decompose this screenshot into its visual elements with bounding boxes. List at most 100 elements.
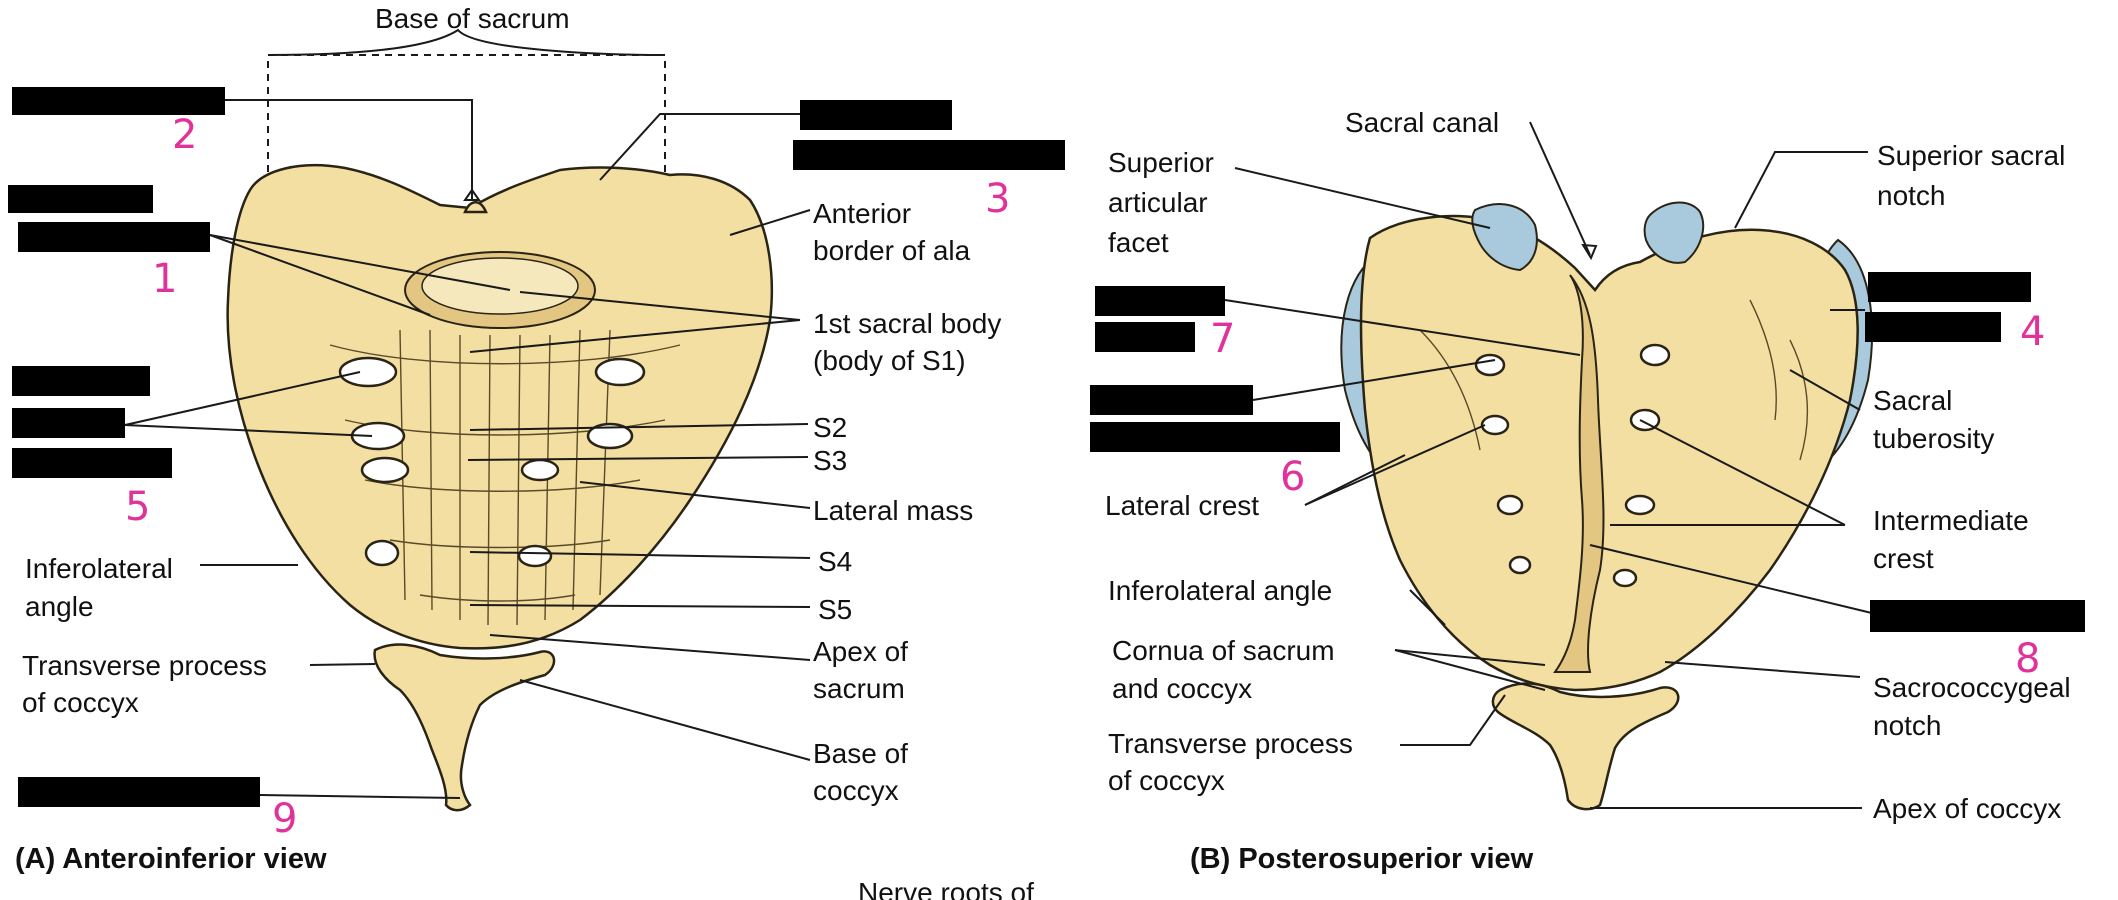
label-transverse-b-1: Transverse process bbox=[1108, 728, 1353, 759]
label-base-coccyx-2: coccyx bbox=[813, 775, 899, 806]
coccyx-posterior bbox=[1491, 682, 1680, 811]
number-5: 5 bbox=[125, 484, 150, 530]
label-anterior-border-2: border of ala bbox=[813, 235, 971, 266]
panel-a-illustration bbox=[226, 164, 774, 812]
label-apex-sacrum-2: sacrum bbox=[813, 673, 905, 704]
foramen-a-r3 bbox=[520, 458, 560, 482]
label-lateral-crest: Lateral crest bbox=[1105, 490, 1259, 521]
foramen-a-l3 bbox=[360, 456, 410, 484]
redaction-7a bbox=[1095, 286, 1225, 316]
redaction-5a bbox=[12, 366, 150, 396]
redaction-5c bbox=[12, 448, 172, 478]
number-4: 4 bbox=[2020, 309, 2045, 355]
ridge-4 bbox=[389, 539, 611, 549]
posterior-ridge-3 bbox=[1789, 339, 1809, 461]
cutoff-text: Nerve roots of bbox=[858, 877, 1034, 900]
redaction-5b bbox=[12, 408, 125, 438]
sacrum-posterior-shape bbox=[1359, 214, 1859, 692]
number-9: 9 bbox=[272, 796, 297, 842]
label-transverse-a-2: of coccyx bbox=[22, 687, 139, 718]
label-intermediate-1: Intermediate bbox=[1873, 505, 2029, 536]
label-superior-notch-2: notch bbox=[1877, 180, 1946, 211]
label-sacral-tuberosity-2: tuberosity bbox=[1873, 423, 1994, 454]
label-lateral-mass: Lateral mass bbox=[813, 495, 973, 526]
median-crest bbox=[1553, 274, 1605, 673]
label-transverse-a-1: Transverse process bbox=[22, 650, 267, 681]
foramen-p-r3 bbox=[1624, 494, 1656, 516]
foramen-a-r1 bbox=[594, 357, 646, 387]
redaction-4a bbox=[1868, 272, 2031, 302]
label-s2: S2 bbox=[813, 412, 847, 443]
foramen-a-l4 bbox=[364, 539, 400, 567]
label-sacrococcygeal-1: Sacrococcygeal bbox=[1873, 672, 2071, 703]
redaction-9 bbox=[18, 777, 260, 807]
redaction-8 bbox=[1870, 600, 2085, 632]
foramen-p-l4 bbox=[1508, 555, 1532, 575]
caption-a: (A) Anteroinferior view bbox=[15, 843, 327, 875]
label-base-of-sacrum: Base of sacrum bbox=[375, 3, 570, 34]
number-7: 7 bbox=[1210, 316, 1235, 362]
redaction-1a bbox=[8, 185, 153, 213]
panel-b-illustration bbox=[1340, 201, 1873, 811]
promontory bbox=[463, 201, 488, 214]
foramen-p-l2 bbox=[1480, 414, 1510, 436]
number-2: 2 bbox=[172, 112, 197, 158]
label-transverse-b-2: of coccyx bbox=[1108, 765, 1225, 796]
foramen-a-r2 bbox=[586, 422, 634, 450]
label-apex-sacrum-1: Apex of bbox=[813, 636, 908, 667]
label-anterior-border-1: Anterior bbox=[813, 198, 911, 229]
number-6: 6 bbox=[1280, 454, 1305, 500]
ridge-1 bbox=[329, 344, 681, 365]
panel-a-redactions bbox=[8, 87, 1065, 807]
label-superior-articular-1: Superior bbox=[1108, 147, 1214, 178]
foramen-p-l3 bbox=[1496, 494, 1524, 516]
foramen-p-r1 bbox=[1639, 343, 1671, 367]
label-inferolateral-1: Inferolateral bbox=[25, 553, 173, 584]
label-cornua-1: Cornua of sacrum bbox=[1112, 635, 1335, 666]
redaction-2 bbox=[12, 87, 225, 115]
label-first-sacral-body-1: 1st sacral body bbox=[813, 308, 1001, 339]
panel-a-leaders bbox=[124, 28, 811, 799]
number-3: 3 bbox=[985, 176, 1010, 222]
superior-articular-facet-right bbox=[1643, 201, 1705, 264]
label-intermediate-2: crest bbox=[1873, 543, 1934, 574]
redaction-1b bbox=[18, 222, 210, 252]
label-apex-coccyx: Apex of coccyx bbox=[1873, 793, 2061, 824]
label-superior-articular-2: articular bbox=[1108, 187, 1208, 218]
caption-b: (B) Posterosuperior view bbox=[1190, 843, 1534, 875]
label-cornua-2: and coccyx bbox=[1112, 673, 1252, 704]
redaction-6a bbox=[1090, 385, 1253, 415]
label-sacral-canal: Sacral canal bbox=[1345, 107, 1499, 138]
label-superior-notch-1: Superior sacral bbox=[1877, 140, 2065, 171]
redaction-7b bbox=[1095, 322, 1195, 352]
panel-b-leaders bbox=[1224, 121, 1881, 809]
panel-b-redactions bbox=[1090, 272, 2085, 632]
label-inferolateral-angle-b: Inferolateral angle bbox=[1108, 575, 1332, 606]
label-inferolateral-2: angle bbox=[25, 591, 94, 622]
sacrum-anterior-shape bbox=[226, 164, 774, 650]
ridge-5 bbox=[419, 594, 576, 602]
redaction-4b bbox=[1865, 312, 2001, 342]
posterior-ridge-2 bbox=[1749, 299, 1777, 421]
label-s4: S4 bbox=[818, 546, 852, 577]
coccyx-anterior bbox=[373, 643, 556, 812]
label-superior-articular-3: facet bbox=[1108, 227, 1169, 258]
redaction-3b bbox=[793, 140, 1065, 170]
foramen-p-r4 bbox=[1612, 568, 1638, 588]
foramen-a-l1 bbox=[338, 356, 398, 388]
posterior-ridge-1 bbox=[1419, 329, 1481, 451]
s1-body-inner bbox=[421, 257, 579, 315]
foramen-a-r4 bbox=[517, 544, 553, 568]
foramen-p-l1 bbox=[1474, 353, 1506, 377]
label-s5: S5 bbox=[818, 594, 852, 625]
label-sacral-tuberosity-1: Sacral bbox=[1873, 385, 1952, 416]
redaction-3a bbox=[800, 100, 952, 130]
redaction-6b bbox=[1090, 422, 1340, 452]
label-base-coccyx-1: Base of bbox=[813, 738, 908, 769]
label-first-sacral-body-2: (body of S1) bbox=[813, 345, 966, 376]
number-1: 1 bbox=[152, 256, 177, 302]
superior-articular-facet-left bbox=[1471, 203, 1538, 272]
number-8: 8 bbox=[2015, 636, 2040, 682]
label-s3: S3 bbox=[813, 445, 847, 476]
